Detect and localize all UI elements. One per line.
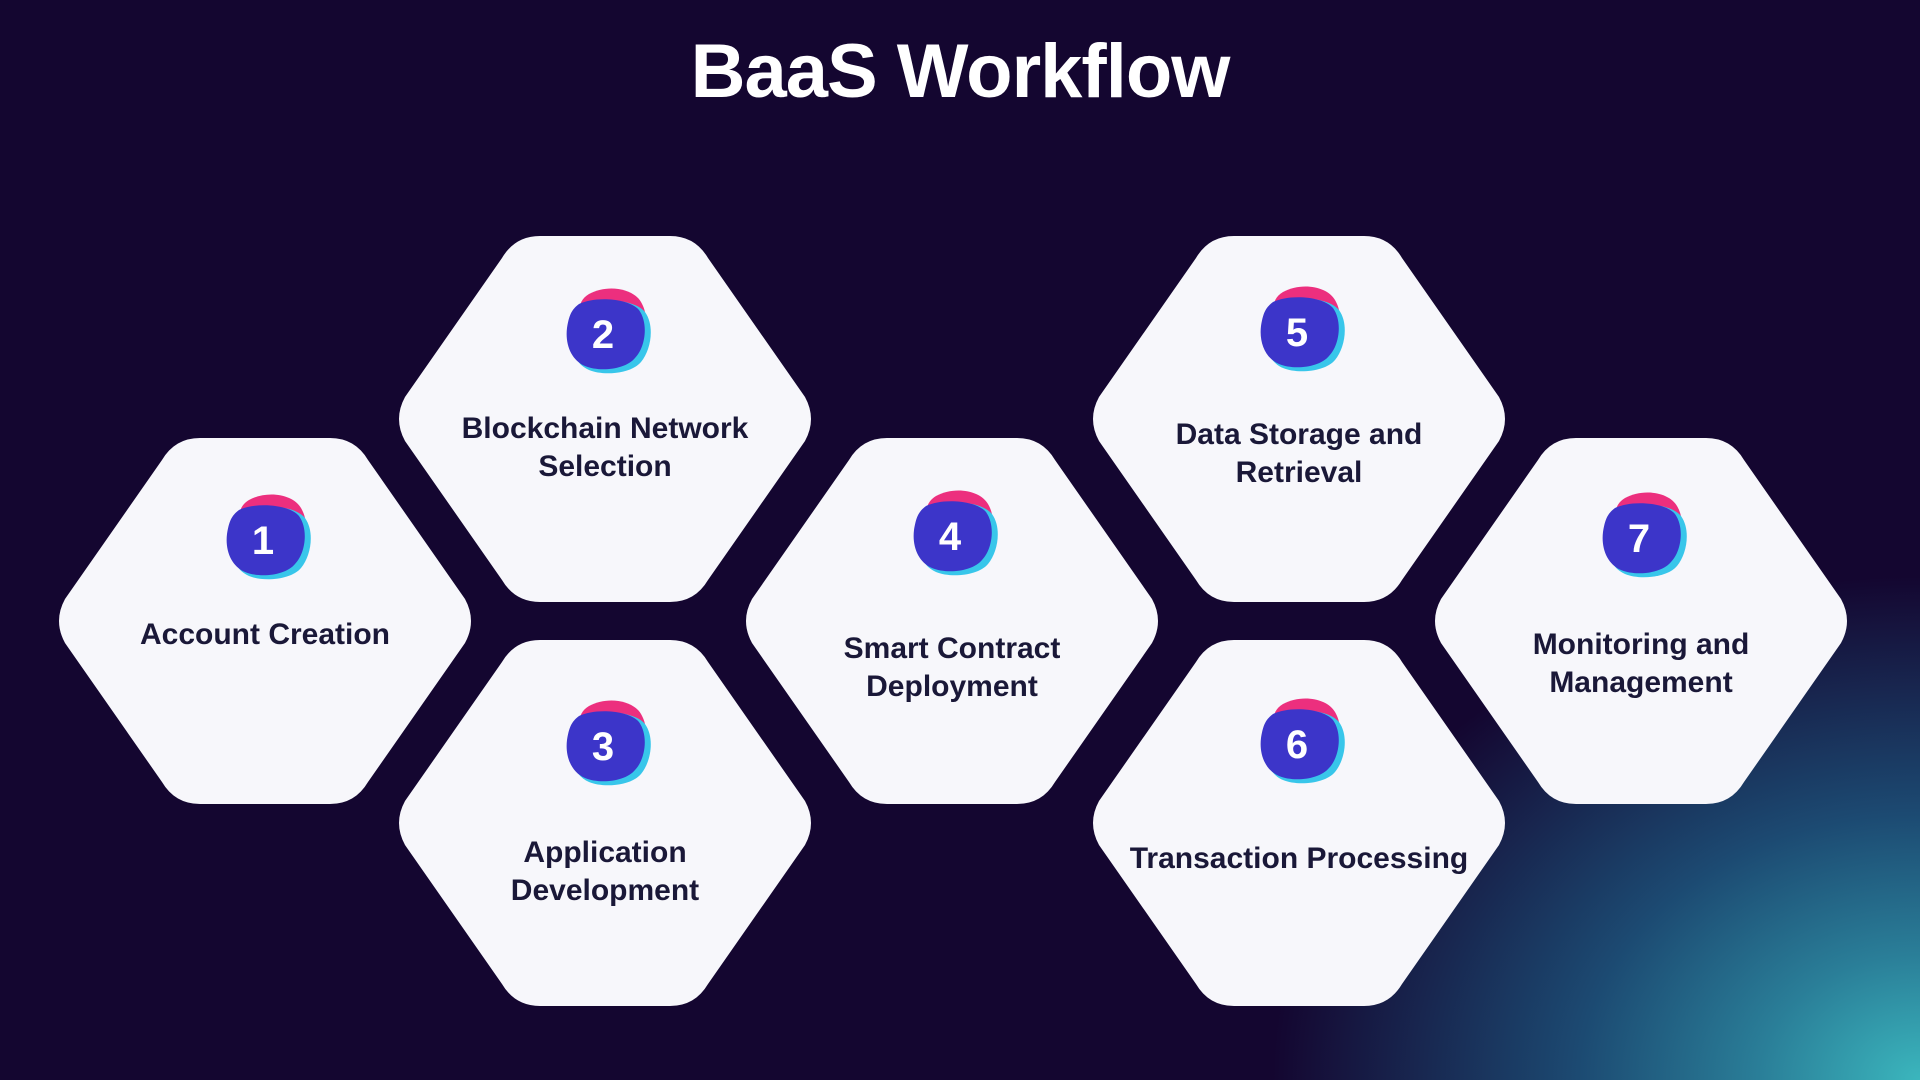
page-title: BaaS Workflow	[690, 29, 1231, 114]
step-3-label: Application Development	[510, 836, 700, 907]
step-6-label: Transaction Processing	[1129, 842, 1469, 875]
step-4-label: Smart Contract Deployment	[843, 632, 1061, 703]
step-5-label: Data Storage and Retrieval	[1175, 418, 1423, 489]
step-6-number: 6	[1285, 723, 1309, 767]
step-2-hexagon: 2 Blockchain Network Selection	[395, 234, 815, 604]
step-3-badge: 3	[559, 698, 651, 790]
step-1-number: 1	[251, 519, 275, 563]
step-7-hexagon: 7 Monitoring and Management	[1431, 436, 1851, 806]
step-2-label: Blockchain Network Selection	[461, 412, 749, 483]
step-5-hexagon: 5 Data Storage and Retrieval	[1089, 234, 1509, 604]
step-3-hexagon: 3 Application Development	[395, 638, 815, 1008]
step-2-number: 2	[591, 313, 615, 357]
step-1-hexagon: 1 Account Creation	[55, 436, 475, 806]
step-6-hexagon: 6 Transaction Processing	[1089, 638, 1509, 1008]
step-1-badge: 1	[219, 492, 311, 584]
step-5-badge: 5	[1253, 284, 1345, 376]
step-7-number: 7	[1627, 517, 1651, 561]
step-7-label: Monitoring and Management	[1532, 628, 1750, 699]
step-4-number: 4	[938, 515, 962, 559]
step-1-label: Account Creation	[139, 618, 391, 651]
step-5-number: 5	[1285, 311, 1309, 355]
step-2-badge: 2	[559, 286, 651, 378]
step-7-badge: 7	[1595, 490, 1687, 582]
step-3-number: 3	[591, 725, 615, 769]
step-4-badge: 4	[906, 488, 998, 580]
step-4-hexagon: 4 Smart Contract Deployment	[742, 436, 1162, 806]
step-6-badge: 6	[1253, 696, 1345, 788]
